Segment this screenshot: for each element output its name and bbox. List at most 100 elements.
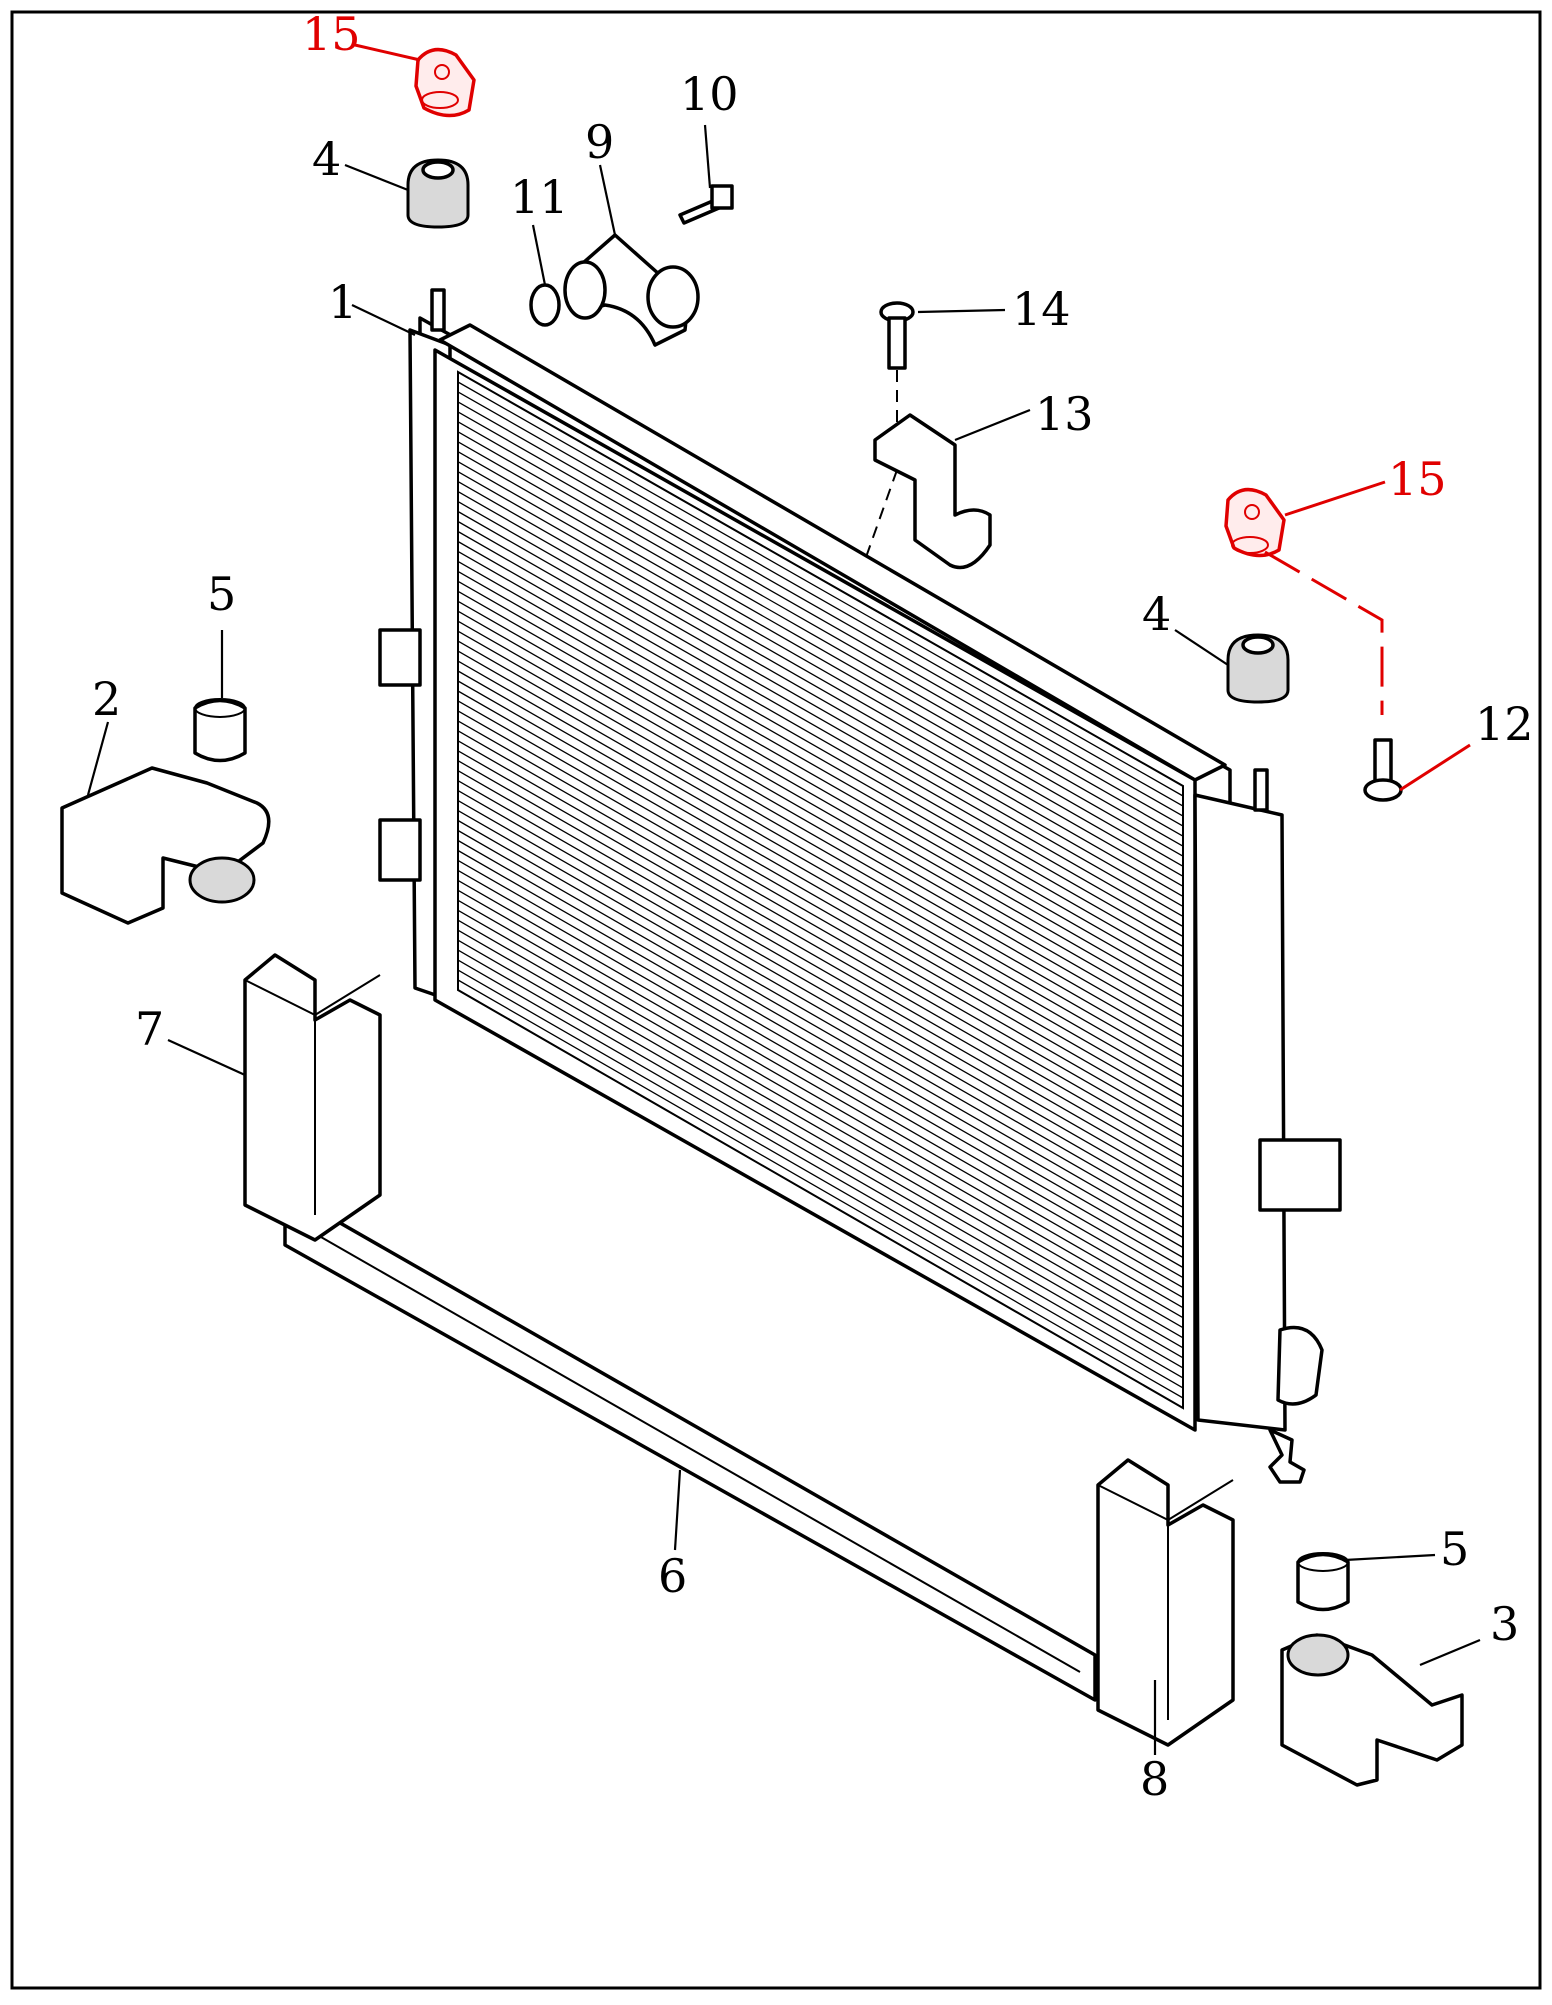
radiator-fin-line — [457, 700, 1184, 1118]
bush-lower-right — [1296, 1552, 1350, 1612]
label-part-9: 9 — [585, 115, 614, 169]
clip-15-top-body — [414, 47, 476, 118]
deflector-right — [1096, 1458, 1235, 1747]
radiator-fin-line — [457, 550, 1184, 968]
leader-15-top — [354, 43, 421, 62]
bush-left-body — [193, 698, 247, 763]
pipe-bracket — [873, 413, 992, 570]
bolt-14 — [879, 301, 915, 370]
label-part-1: 1 — [328, 275, 357, 329]
radiator-fin-line — [457, 461, 1184, 877]
bolt-14-shank — [887, 316, 907, 370]
bush-lower-right-top — [1297, 1552, 1349, 1572]
radiator-fin-line — [457, 740, 1184, 1158]
frame-border — [10, 10, 1542, 1990]
leader-6 — [673, 1469, 682, 1551]
clip-15-right-hole — [1244, 504, 1260, 520]
radiator-fin-line — [457, 501, 1184, 917]
radiator-fin-line — [457, 690, 1184, 1108]
hose-elbow-outlet — [646, 265, 700, 329]
radiator-fin-line — [457, 530, 1184, 948]
label-part-10: 10 — [680, 67, 739, 121]
radiator-fin-line — [457, 879, 1184, 1299]
leader-lines — [86, 43, 1481, 1755]
mount-bracket-right-boss — [1286, 1633, 1350, 1677]
radiator-fin-line — [457, 899, 1184, 1319]
radiator-fin-line — [457, 979, 1184, 1399]
mount-bracket-left-body — [60, 766, 271, 925]
label-part-5-right: 5 — [1440, 1522, 1469, 1576]
radiator-fin-line — [457, 770, 1184, 1188]
bush-right-cap — [1241, 635, 1275, 655]
radiator-fin-line — [457, 780, 1184, 1198]
radiator-left-bracket-upper — [378, 628, 422, 687]
mount-bracket-right — [1280, 1633, 1464, 1787]
label-part-14: 14 — [1012, 282, 1071, 336]
leader-14 — [917, 308, 1006, 314]
bolt-12 — [1363, 738, 1403, 802]
leader-13 — [954, 408, 1031, 442]
bush-left — [193, 698, 247, 763]
bolt-12-head — [1363, 778, 1403, 802]
leader-2 — [86, 721, 110, 796]
radiator-fin-line — [457, 939, 1184, 1359]
o-ring — [529, 283, 561, 327]
label-part-3: 3 — [1490, 1597, 1519, 1651]
radiator-fin-line — [457, 580, 1184, 998]
deflector-right-body — [1096, 1458, 1235, 1747]
label-part-11: 11 — [510, 170, 569, 224]
leader-1 — [351, 304, 416, 336]
radiator-fin-line — [457, 481, 1184, 897]
label-part-2: 2 — [92, 672, 121, 726]
leader-12 — [1399, 743, 1471, 792]
radiator-core-face — [457, 370, 1184, 1410]
label-part-5-left: 5 — [207, 567, 236, 621]
radiator-fin-line — [457, 560, 1184, 978]
radiator-right-outlet — [1276, 1325, 1324, 1406]
label-part-15-top: 15 — [302, 7, 361, 61]
radiator-bottom-drain — [1268, 1428, 1306, 1484]
radiator-right-bracket — [1258, 1138, 1342, 1212]
radiator-frame — [433, 348, 1197, 1432]
seal-strip-edge — [299, 1224, 1081, 1673]
radiator-top-post-left — [430, 288, 446, 332]
radiator-fin-line — [457, 710, 1184, 1128]
label-part-4-right: 4 — [1142, 587, 1171, 641]
label-part-15-right: 15 — [1388, 452, 1447, 506]
radiator-fin-line — [457, 909, 1184, 1329]
bush-top-left-body — [406, 158, 470, 229]
radiator-fin-line — [457, 520, 1184, 938]
leader-5-right — [1344, 1553, 1436, 1562]
deflector-left-face — [244, 974, 381, 1215]
radiator-fin-line — [457, 929, 1184, 1349]
radiator-fin-line — [457, 829, 1184, 1249]
pipe-bracket-body — [873, 413, 992, 570]
radiator-fin-line — [457, 839, 1184, 1259]
radiator-fin-line — [457, 760, 1184, 1178]
deflector-left-body — [243, 953, 382, 1242]
radiator-fin-line — [457, 660, 1184, 1078]
radiator-fin-line — [457, 570, 1184, 988]
leader-7 — [167, 1038, 246, 1077]
bush-lower-right-body — [1296, 1552, 1350, 1612]
radiator-fin-line — [457, 919, 1184, 1339]
radiator-fin-line — [457, 451, 1184, 867]
radiator-fin-line — [457, 650, 1184, 1068]
bush-right-body — [1226, 633, 1290, 704]
radiator-fin-line — [457, 441, 1184, 857]
radiator-fin-line — [457, 600, 1184, 1018]
radiator-fins — [457, 381, 1184, 1399]
radiator-top-post-right — [1253, 768, 1269, 812]
radiator-fin-line — [457, 720, 1184, 1138]
label-part-12: 12 — [1475, 697, 1534, 751]
radiator-fin-line — [457, 431, 1184, 847]
radiator — [378, 288, 1342, 1484]
radiator-fin-line — [457, 421, 1184, 837]
bush-top-left — [406, 158, 470, 229]
leader-11 — [531, 224, 547, 286]
radiator-fin-line — [457, 959, 1184, 1379]
bush-left-top — [194, 698, 246, 718]
leader-10 — [703, 124, 712, 189]
radiator-fin-line — [457, 889, 1184, 1309]
label-part-7: 7 — [135, 1002, 164, 1056]
